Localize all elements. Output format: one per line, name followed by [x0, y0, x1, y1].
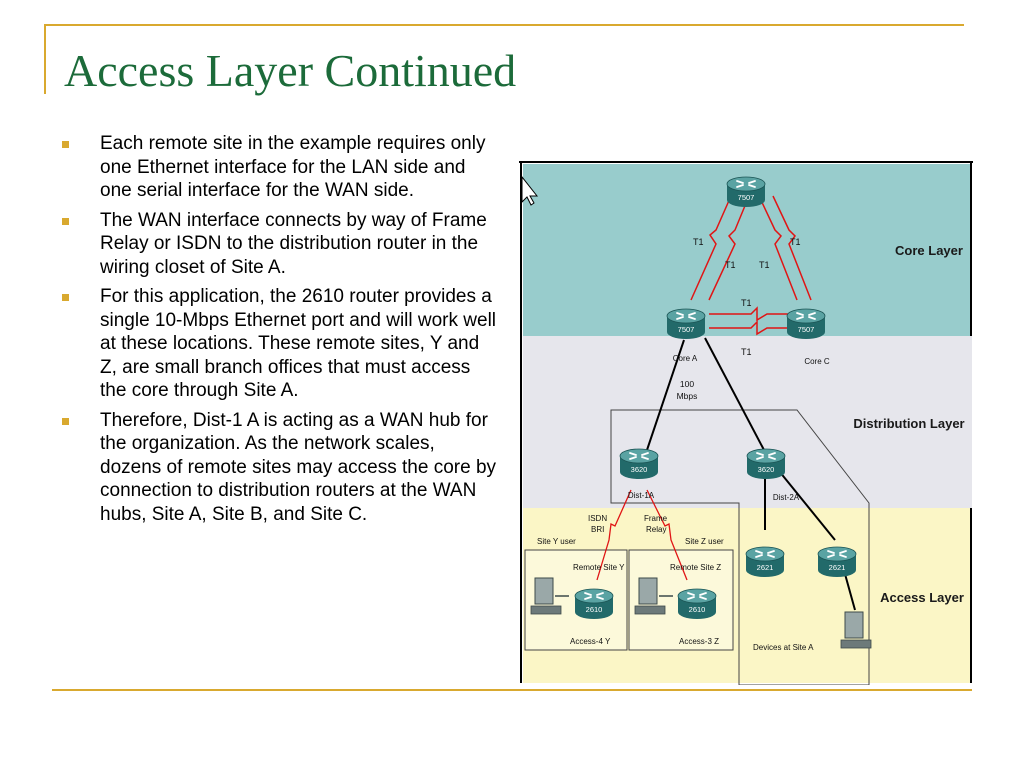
t1-label: T1 [790, 237, 801, 247]
router-icon: 2621 [745, 546, 785, 578]
router-icon: 2621 [817, 546, 857, 578]
router-model: 2610 [689, 605, 706, 614]
mouse-cursor-icon [521, 175, 539, 206]
bullet-square-icon [62, 294, 69, 301]
bullet-item: Each remote site in the example requires… [60, 132, 500, 203]
network-diagram-svg: Core Layer Distribution Layer Access Lay… [519, 161, 973, 686]
t1-label: T1 [759, 260, 770, 270]
bullet-text: Therefore, Dist-1 A is acting as a WAN h… [100, 409, 497, 525]
pc-icon [634, 577, 673, 615]
router-model: 3620 [631, 465, 648, 474]
wan-links [596, 489, 688, 581]
router-name: Dist-2A [773, 493, 800, 502]
site-z-user-label: Site Z user [685, 537, 724, 546]
network-diagram: Core Layer Distribution Layer Access Lay… [519, 160, 973, 686]
core-layer-label: Core Layer [895, 243, 963, 258]
distribution-layer-label: Distribution Layer [853, 416, 964, 431]
router-name: Core A [673, 354, 698, 363]
t1-link-top-c-1 [758, 195, 798, 301]
t1-label: T1 [693, 237, 704, 247]
bullet-square-icon [62, 217, 69, 225]
distribution-layer-band [523, 336, 972, 508]
link-core-a-dist-1a [646, 339, 685, 451]
router-icon: 2610 [677, 588, 717, 620]
router-icon: 3620 [619, 448, 659, 480]
pc-icon [530, 577, 569, 615]
t1-label: T1 [741, 347, 752, 357]
router-model: 2621 [757, 563, 774, 572]
t1-link-a-c-2 [709, 320, 789, 336]
bullet-square-icon [62, 417, 69, 425]
isdn-link [596, 489, 632, 581]
bullet-text: For this application, the 2610 router pr… [100, 286, 497, 401]
t1-link-top-a-2 [708, 195, 750, 301]
router-model: 7507 [798, 325, 815, 334]
bullet-item: For this application, the 2610 router pr… [60, 285, 500, 403]
router-icon: 2610 [574, 588, 614, 620]
top-border-line [44, 24, 964, 26]
devices-site-a-label: Devices at Site A [753, 643, 814, 652]
bullet-item: The WAN interface connects by way of Fra… [60, 209, 500, 280]
isdn-label: BRI [591, 525, 604, 534]
t1-link-top-c-2 [772, 195, 812, 301]
t1-label: T1 [741, 298, 752, 308]
bullet-list: Each remote site in the example requires… [60, 132, 500, 532]
remote-site-y-label: Remote Site Y [573, 563, 625, 572]
t1-link-a-c-1 [709, 306, 789, 322]
access-4y-label: Access-4 Y [570, 637, 611, 646]
router-name: Dist-1A [628, 491, 655, 500]
bullet-text: The WAN interface connects by way of Fra… [100, 209, 487, 278]
frame-relay-link [646, 489, 688, 581]
link-2621-pc [844, 573, 856, 611]
router-icon: 3620 [746, 448, 786, 480]
ethernet-links [646, 337, 856, 611]
router-model: 2610 [586, 605, 603, 614]
router-model: 7507 [738, 193, 755, 202]
router-model: 3620 [758, 465, 775, 474]
frame-relay-label: Frame [644, 514, 668, 523]
t1-label: T1 [725, 260, 736, 270]
router-icon: 7507 [666, 308, 706, 340]
bullet-item: Therefore, Dist-1 A is acting as a WAN h… [60, 409, 500, 527]
bottom-border-line [52, 689, 972, 691]
bullet-square-icon [62, 141, 69, 148]
access-layer-label: Access Layer [880, 590, 964, 605]
remote-site-z-label: Remote Site Z [670, 563, 721, 572]
slide-title: Access Layer Continued [64, 45, 517, 96]
router-model: 2621 [829, 563, 846, 572]
link-dist-2a-2621-right [774, 465, 836, 541]
speed-label: 100 [680, 379, 694, 389]
pc-icon [840, 611, 872, 649]
site-y-user-label: Site Y user [537, 537, 576, 546]
router-model: 7507 [678, 325, 695, 334]
router-icon: 7507 [786, 308, 826, 340]
speed-label: Mbps [677, 391, 698, 401]
router-name: Core C [804, 357, 830, 366]
bullet-text: Each remote site in the example requires… [100, 133, 486, 201]
t1-links [690, 195, 812, 336]
frame-relay-label: Relay [646, 525, 666, 534]
isdn-label: ISDN [588, 514, 607, 523]
t1-link-top-a-1 [690, 195, 732, 301]
left-border-line [44, 24, 46, 94]
access-3z-label: Access-3 Z [679, 637, 719, 646]
link-core-a-dist-2a [704, 337, 765, 451]
router-icon: 7507 [726, 176, 766, 208]
